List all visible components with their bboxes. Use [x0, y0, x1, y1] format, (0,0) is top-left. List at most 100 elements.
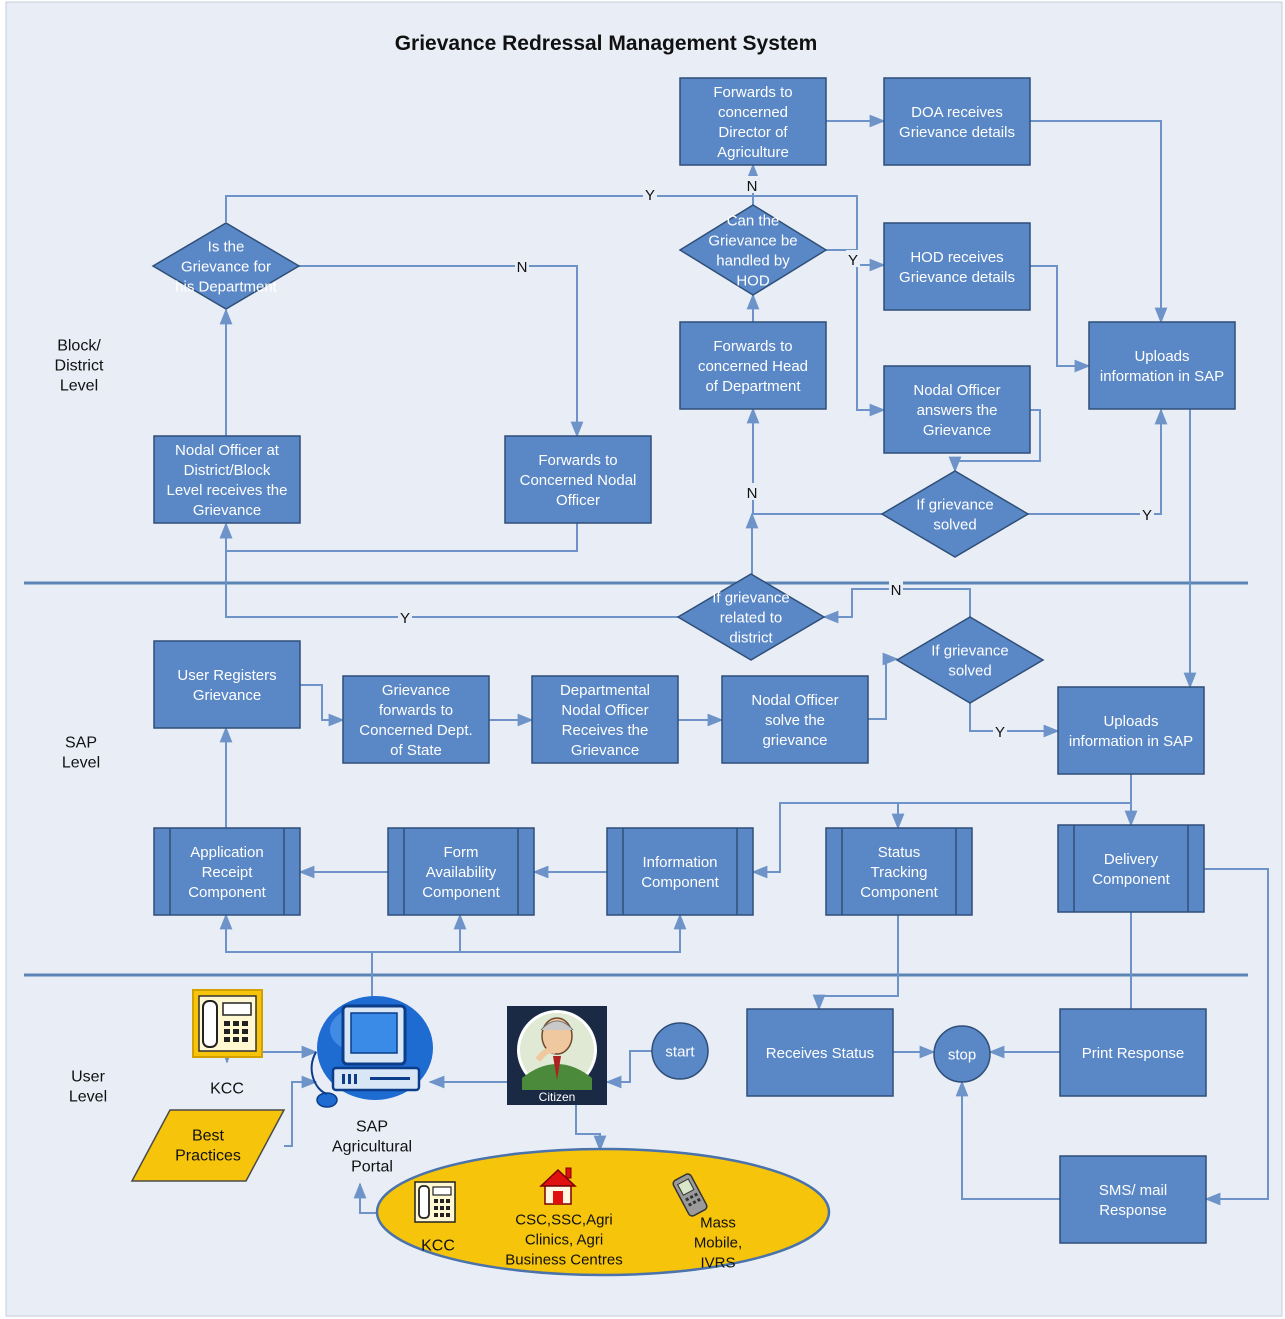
connector [219, 522, 678, 618]
edge-label: Y [400, 610, 410, 627]
connector [353, 1182, 378, 1214]
connector [284, 1075, 318, 1147]
connector [219, 913, 373, 1000]
connector [1030, 265, 1091, 373]
connector [299, 265, 584, 438]
terminal-start: start [651, 1022, 709, 1080]
edge-label: Y [1142, 507, 1152, 524]
connector [225, 195, 886, 272]
edge-label: N [891, 582, 902, 599]
connector [826, 249, 886, 417]
box-receives-status: Receives Status [746, 1008, 894, 1097]
connector [751, 774, 1132, 879]
connector [891, 802, 1131, 830]
connector [1028, 408, 1168, 515]
kcc-bottom-label: KCC [421, 1238, 455, 1255]
connector [1204, 868, 1269, 1206]
computer-icon [310, 996, 433, 1108]
box-label: Receives Status [766, 1045, 874, 1062]
edge-label: N [517, 259, 528, 276]
box-label: Print Response [1082, 1045, 1185, 1062]
connector [969, 703, 1060, 738]
terminal-stop: stop [933, 1025, 991, 1083]
connector [460, 913, 687, 953]
kcc-phone-icon [192, 989, 263, 1058]
kcc-label: KCC [210, 1081, 244, 1098]
edge-label: Y [995, 724, 1005, 741]
connector [955, 1080, 1060, 1200]
best-practices-shape [130, 1109, 286, 1182]
connector [300, 684, 345, 727]
edge-label: N [747, 485, 758, 502]
channels-ellipse [375, 1147, 831, 1277]
connector [1030, 120, 1168, 324]
edge-label: Y [645, 187, 655, 204]
diagram-title: Grievance Redressal Management System [395, 32, 818, 55]
user-level-graphics [130, 989, 831, 1277]
connectors [219, 114, 1269, 1214]
connector [868, 652, 899, 720]
kcc-bottom-phone-icon [414, 1181, 456, 1223]
terminal-label: start [665, 1043, 695, 1060]
connector [948, 409, 1041, 473]
house-icon [539, 1167, 577, 1205]
citizen-picture [507, 1006, 607, 1105]
terminal-label: stop [948, 1046, 976, 1063]
